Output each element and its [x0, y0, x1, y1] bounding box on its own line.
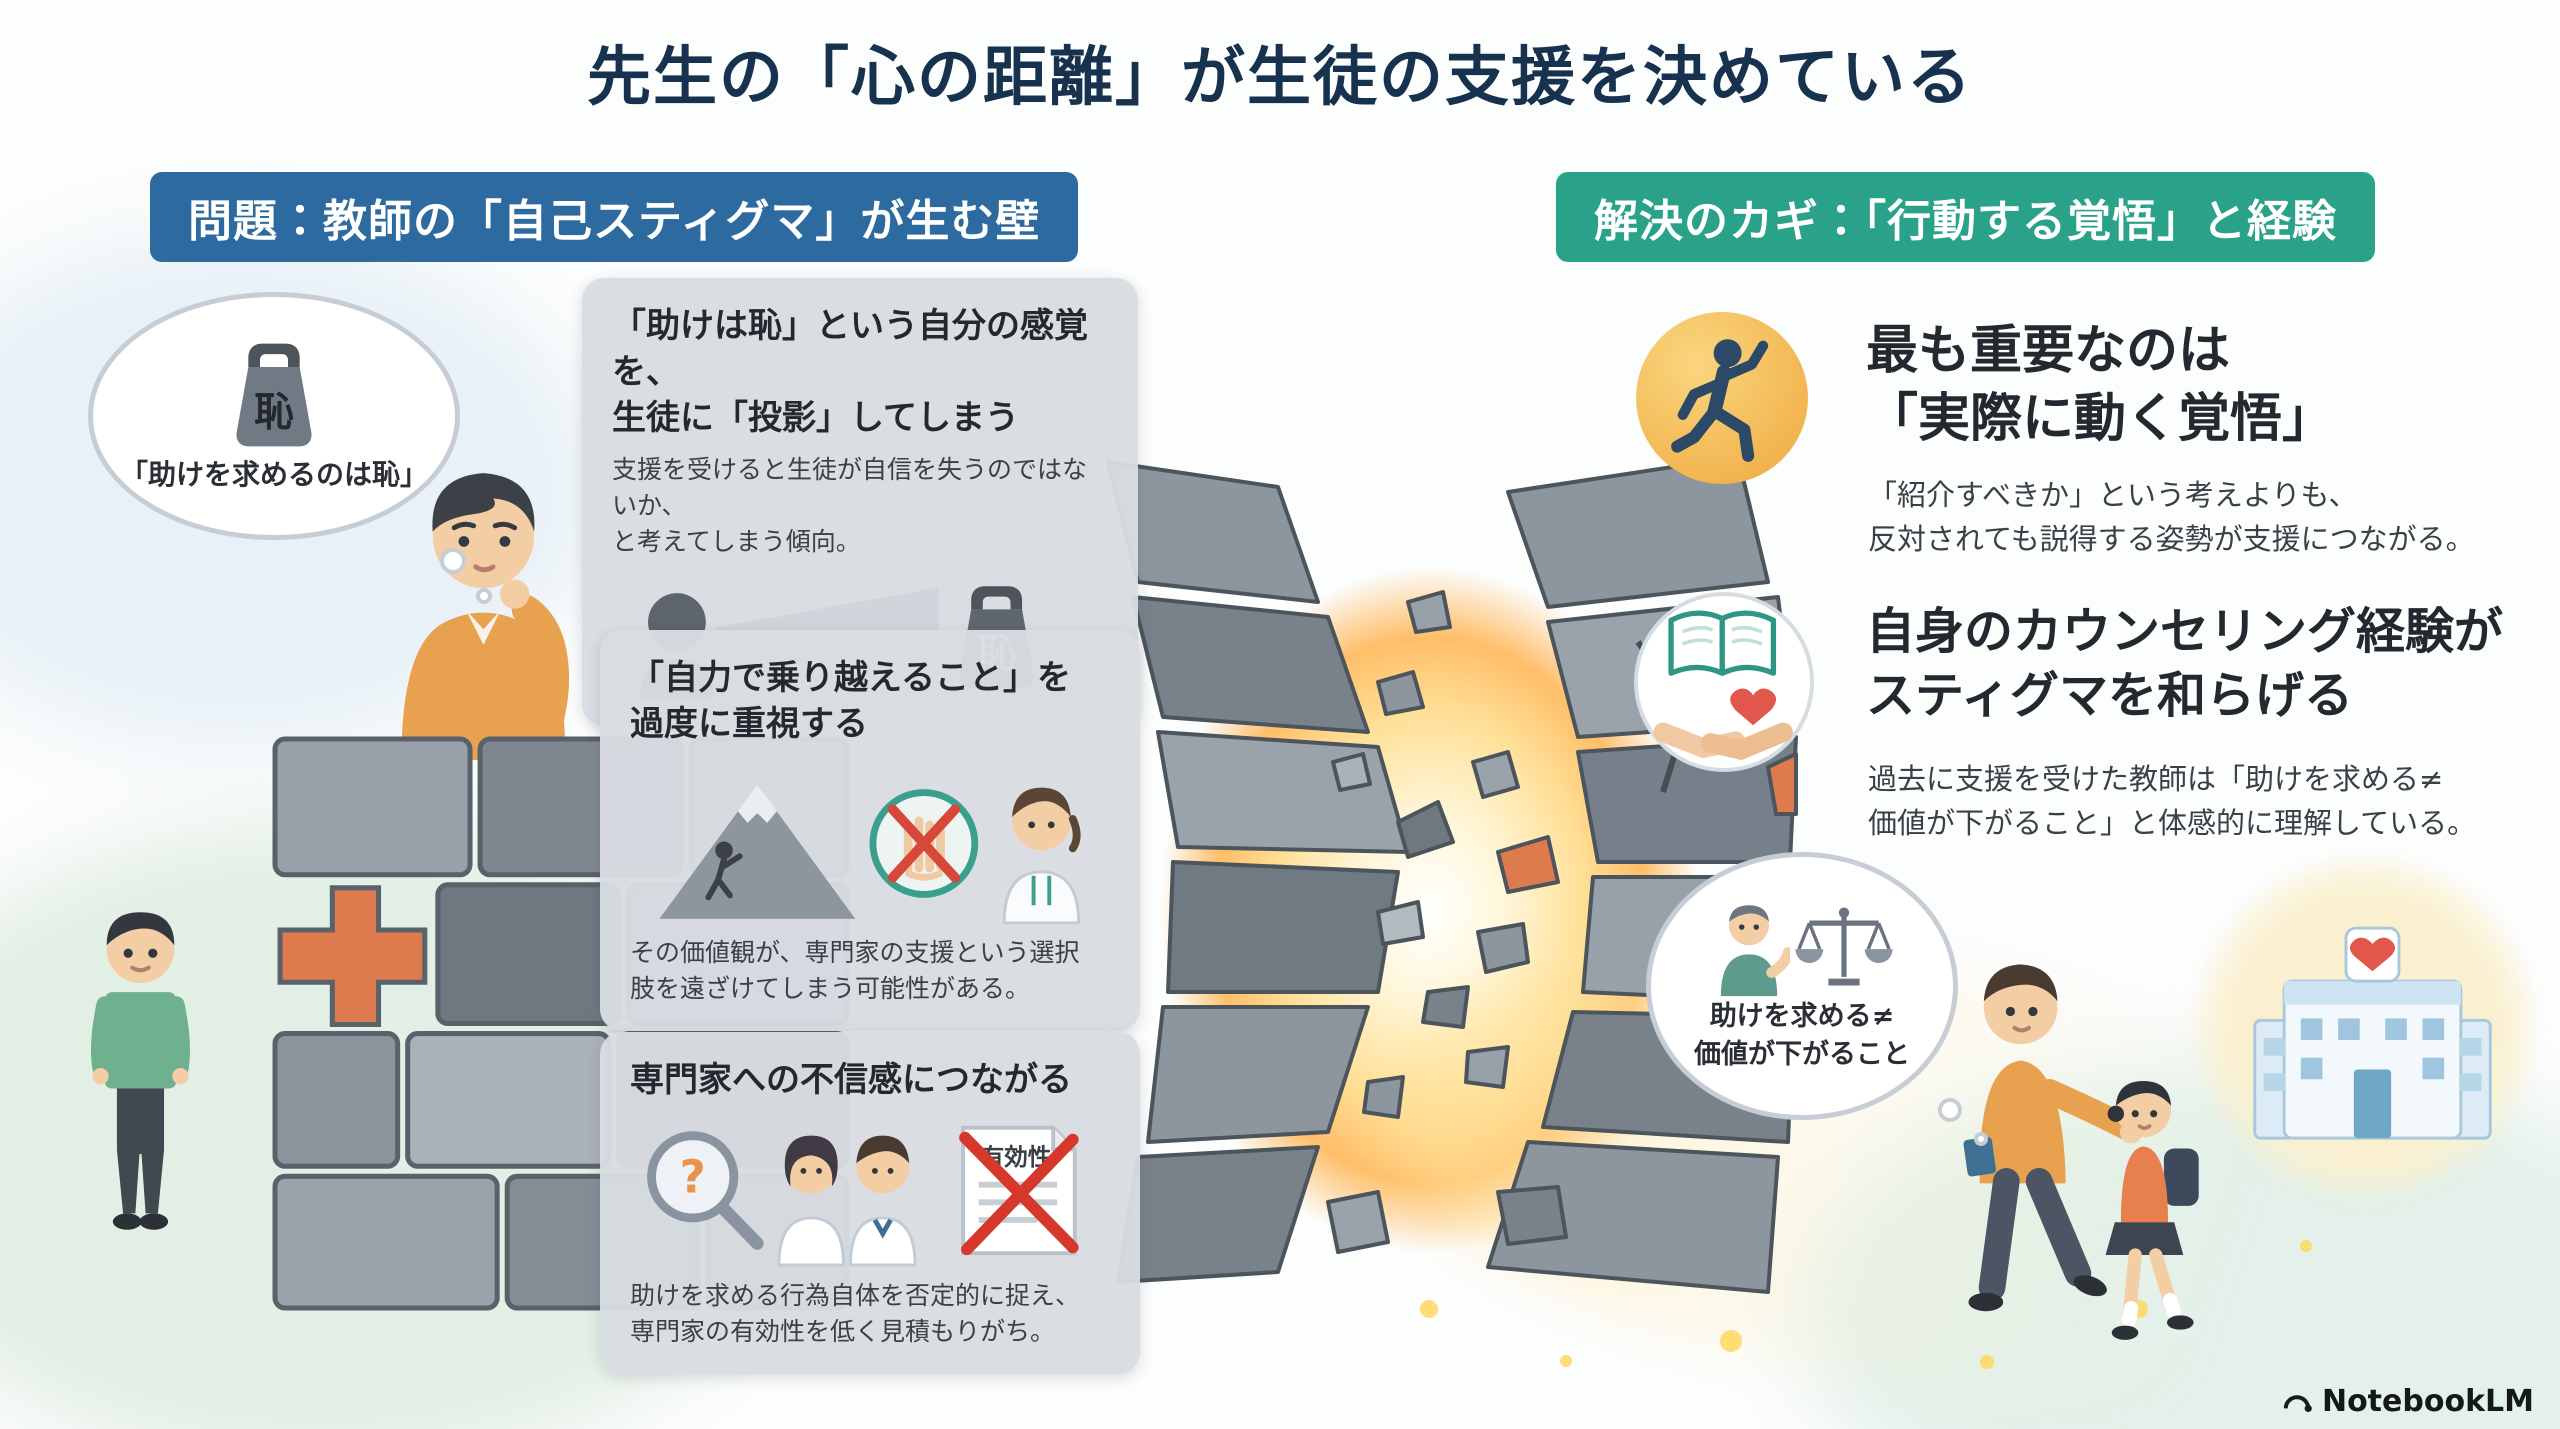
bubble-tail-dot — [1938, 1098, 1962, 1122]
medical-heart-icon — [2349, 937, 2396, 972]
backpack — [2163, 1148, 2199, 1206]
professionals-icon — [777, 1135, 917, 1267]
solution-section-banner: 解決のカギ：「行動する覚悟」と経験 — [1556, 172, 2375, 262]
projection-body: 支援を受けると生徒が自信を失うのではないか、 と考えてしまう傾向。 — [612, 454, 1088, 557]
heart-icon — [1730, 688, 1777, 726]
walking-person-icon — [1671, 339, 1769, 462]
sparkle-dot — [1720, 1330, 1742, 1352]
distrust-illustration: ? 有効性 — [647, 1125, 1079, 1267]
bubble-tail-dot — [476, 588, 492, 604]
take-action-heading: 最も重要なのは 「実際に動く覚悟」 — [1866, 321, 2335, 449]
projection-heading: 「助けは恥」という自分の感覚を、 生徒に「投影」してしまう — [612, 306, 1088, 438]
value-thought-bubble: 助けを求める≠ 価値が下がること — [1646, 852, 1958, 1120]
orange-wall-piece — [277, 885, 428, 1028]
problem-section-banner: 問題：教師の「自己スティグマ」が生む壁 — [150, 172, 1079, 262]
counseling-experience-body: 過去に支援を受けた教師は「助けを求める≠ 価値が下がること」と体感的に理解してい… — [1868, 762, 2477, 840]
take-action-body: 「紹介すべきか」という考えよりも、 反対されても説得する姿勢が支援につながる。 — [1868, 478, 2475, 556]
selfreliance-heading: 「自力で乗り越えること」を 過度に重視する — [630, 658, 1071, 744]
selfreliance-body: その価値観が、専門家の支援という選択 肢を遠ざけてしまう可能性がある。 — [630, 937, 1080, 1004]
brand-footer: NotebookLM — [2281, 1384, 2534, 1419]
selfreliance-box: 「自力で乗り越えること」を 過度に重視する — [600, 630, 1140, 1032]
balance-scales-icon — [1795, 907, 1893, 986]
orange-fragment — [1496, 835, 1560, 894]
rejected-effectiveness-doc-icon: 有効性 — [959, 1125, 1079, 1256]
climber-icon — [705, 841, 743, 901]
notebooklm-logo-icon — [2283, 1394, 2312, 1412]
sparkle-dot — [1560, 1355, 1572, 1367]
facility-door — [2353, 1069, 2392, 1139]
page-title: 先生の「心の距離」が生徒の支援を決めている — [587, 41, 1973, 115]
counselor-icon — [1002, 787, 1081, 925]
bubble-tail-dot — [440, 548, 466, 574]
teacher-bust-icon — [1720, 905, 1790, 997]
selfreliance-illustration — [659, 784, 1081, 925]
worried-teacher-illustration — [401, 473, 570, 760]
shame-thought-bubble: 恥 「助けを求めるのは恥」 — [88, 292, 460, 540]
support-facility-illustration — [2253, 926, 2492, 1140]
shame-bubble-caption: 「助けを求めるのは恥」 — [119, 458, 428, 491]
book-handshake-icon — [1653, 610, 1793, 761]
brand-name: NotebookLM — [2321, 1384, 2534, 1419]
sparkle-dot — [1420, 1300, 1438, 1318]
distrust-body: 助けを求める行為自体を否定的に捉え、 専門家の有効性を低く見積もりがち。 — [630, 1280, 1081, 1347]
bubble-tail-dot — [1974, 1132, 1988, 1146]
counseling-experience-icon — [1634, 592, 1814, 772]
no-help-hand-icon — [869, 788, 979, 898]
counseling-experience-heading: 自身のカウンセリング経験が スティグマを和らげる — [1866, 603, 2504, 724]
take-action-icon — [1636, 312, 1808, 484]
distrust-heading: 専門家への不信感につながる — [630, 1060, 1072, 1100]
student-illustration — [90, 912, 190, 1230]
svg-text:恥: 恥 — [254, 389, 294, 435]
sparkle-dot — [2300, 1240, 2312, 1252]
shame-weight-icon: 恥 — [236, 343, 312, 447]
value-bubble-text: 助けを求める≠ 価値が下がること — [1694, 1001, 1910, 1070]
svg-text:?: ? — [680, 1150, 706, 1203]
teacher-and-student-walking-illustration — [1963, 964, 2199, 1340]
distrust-box: 専門家への不信感につながる ? — [600, 1032, 1140, 1375]
magnifier-icon: ? — [647, 1131, 764, 1250]
sparkle-dot — [1980, 1355, 1994, 1369]
